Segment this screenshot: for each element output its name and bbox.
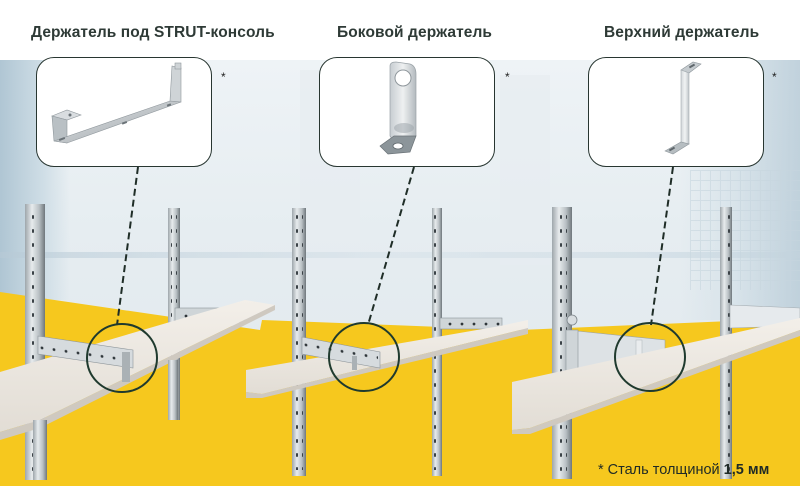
title-strut-console-holder: Держатель под STRUT-консоль bbox=[31, 24, 275, 41]
long-u-bracket-icon bbox=[51, 62, 182, 144]
z-bracket-icon bbox=[664, 61, 702, 155]
callout-card-strut-console-holder bbox=[36, 57, 212, 167]
background-railing bbox=[0, 252, 800, 258]
title-top-holder: Верхний держатель bbox=[604, 24, 760, 41]
footnote-value: 1,5 мм bbox=[723, 462, 770, 478]
background-building bbox=[500, 75, 550, 265]
asterisk-note-marker: * bbox=[221, 70, 226, 84]
footnote-prefix: * Сталь толщиной bbox=[598, 462, 724, 478]
background-facade-grid bbox=[690, 170, 800, 290]
callout-card-side-holder bbox=[319, 57, 495, 167]
callout-card-top-holder bbox=[588, 57, 764, 167]
asterisk-note-marker: * bbox=[772, 70, 777, 84]
footnote-steel-thickness: * Сталь толщиной 1,5 мм bbox=[598, 462, 769, 478]
title-side-holder: Боковой держатель bbox=[337, 24, 493, 41]
asterisk-note-marker: * bbox=[505, 70, 510, 84]
l-bracket-with-hole-icon bbox=[379, 61, 417, 155]
